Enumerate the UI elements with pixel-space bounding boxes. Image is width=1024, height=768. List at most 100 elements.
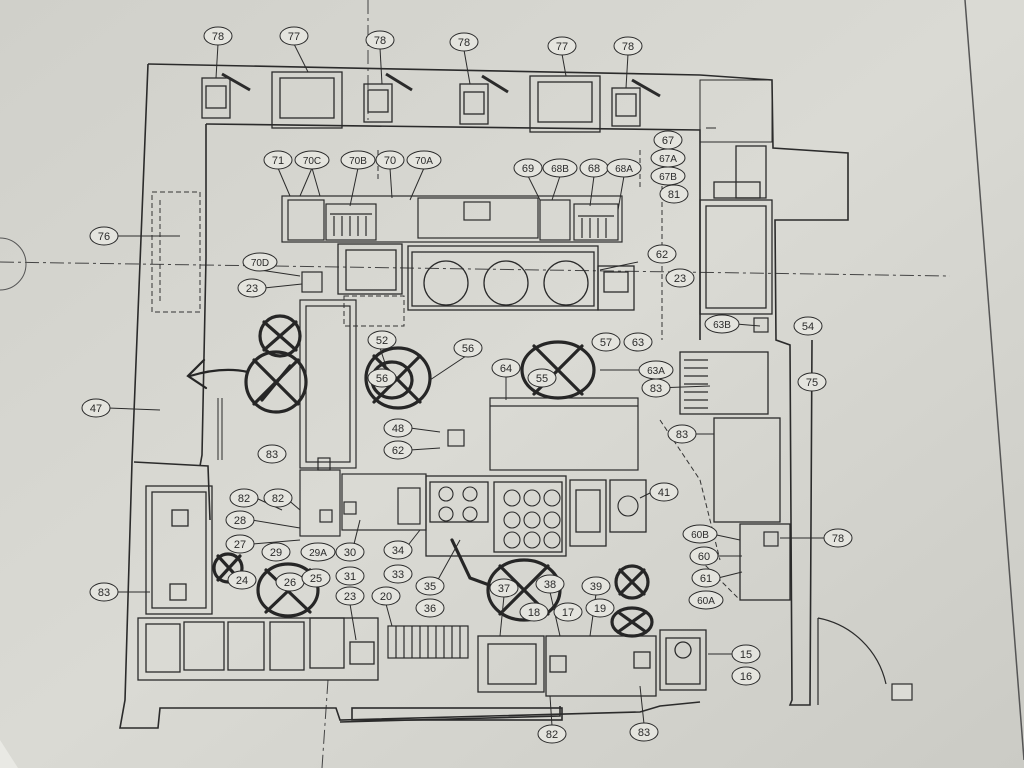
tag-bubble bbox=[383, 440, 413, 460]
tag-label: 78 bbox=[458, 37, 470, 49]
leader-line bbox=[215, 43, 219, 79]
tag-bubble bbox=[225, 510, 255, 530]
equipment-tag: 70B bbox=[340, 150, 376, 170]
tag-bubble bbox=[261, 542, 291, 562]
tag-label: 83 bbox=[650, 383, 662, 395]
right-side-equipment bbox=[679, 145, 791, 601]
leader-line bbox=[527, 175, 541, 201]
equipment-tag: 62 bbox=[647, 244, 677, 264]
rear-prep-hatching bbox=[333, 216, 607, 238]
leader-line bbox=[617, 175, 625, 211]
tag-label: 70 bbox=[384, 155, 396, 167]
tag-label: 70D bbox=[251, 258, 269, 269]
wall-sconces bbox=[221, 72, 661, 98]
tag-bubble bbox=[667, 424, 697, 444]
crossed-out-marks bbox=[212, 314, 654, 638]
equipment-tag: 67A bbox=[650, 148, 686, 168]
bottom-grate bbox=[387, 625, 469, 659]
tag-label: 15 bbox=[740, 649, 752, 661]
equipment-tag: 75 bbox=[797, 372, 827, 392]
tag-bubble bbox=[279, 26, 309, 46]
leader-line bbox=[639, 685, 645, 725]
tag-bubble bbox=[606, 158, 642, 178]
tag-label: 38 bbox=[544, 579, 556, 591]
equipment-tag: 83 bbox=[89, 582, 119, 602]
tag-bubble bbox=[383, 418, 413, 438]
equipment-tag: 78 bbox=[823, 528, 853, 548]
leader-line bbox=[263, 283, 303, 289]
equipment-tag: 29 bbox=[261, 542, 291, 562]
equipment-tag: 52 bbox=[367, 330, 397, 350]
leader-line bbox=[589, 175, 595, 207]
tag-bubble bbox=[300, 542, 336, 562]
tag-label: 30 bbox=[344, 547, 356, 559]
tag-label: 60B bbox=[691, 530, 709, 541]
equipment-tag: 78 bbox=[449, 32, 479, 52]
tag-label: 77 bbox=[556, 41, 568, 53]
equipment-tag: 77 bbox=[279, 26, 309, 46]
tag-bubble bbox=[665, 268, 695, 288]
equipment-tag: 17 bbox=[553, 602, 583, 622]
tag-label: 82 bbox=[272, 493, 284, 505]
leader-line bbox=[349, 603, 357, 641]
tag-bubble bbox=[689, 546, 719, 566]
crossed-out-mark bbox=[614, 564, 650, 600]
tag-bubble bbox=[659, 184, 689, 204]
equipment-tag: 29A bbox=[300, 542, 336, 562]
leader-line bbox=[499, 595, 505, 637]
crossed-out-mark bbox=[244, 350, 308, 414]
tag-bubble bbox=[731, 644, 761, 664]
tag-bubble bbox=[263, 150, 293, 170]
equipment-tag: 31 bbox=[335, 566, 365, 586]
equipment-tag: 82 bbox=[537, 724, 567, 744]
equipment-tag: 55 bbox=[527, 368, 557, 388]
tag-bubble bbox=[527, 368, 557, 388]
equipment-tag: 18 bbox=[519, 602, 549, 622]
leader-line bbox=[311, 167, 321, 197]
page-corner bbox=[0, 740, 18, 768]
tag-bubble bbox=[553, 602, 583, 622]
tag-label: 68B bbox=[551, 164, 569, 175]
tag-label: 64 bbox=[500, 363, 512, 375]
equipment-tag: 63 bbox=[623, 332, 653, 352]
tag-label: 68A bbox=[615, 164, 633, 175]
equipment-tag: 28 bbox=[225, 510, 255, 530]
equipment-tag: 83 bbox=[641, 378, 671, 398]
equipment-tag: 26 bbox=[275, 572, 305, 592]
leader-line bbox=[277, 167, 291, 197]
left-wall-equipment bbox=[137, 485, 379, 681]
tag-label: 56 bbox=[462, 343, 474, 355]
tag-label: 78 bbox=[622, 41, 634, 53]
tag-label: 60A bbox=[697, 596, 715, 607]
leader-line bbox=[349, 167, 359, 207]
left-arrow-mark bbox=[186, 358, 250, 390]
tag-label: 23 bbox=[674, 273, 686, 285]
leader-line bbox=[385, 603, 393, 627]
equipment-tag: 78 bbox=[365, 30, 395, 50]
sheet-border-line bbox=[964, 0, 1024, 761]
tag-bubble bbox=[227, 570, 257, 590]
tag-bubble bbox=[367, 368, 397, 388]
leader-line bbox=[717, 571, 743, 579]
tag-bubble bbox=[542, 158, 578, 178]
tag-label: 63B bbox=[713, 320, 731, 331]
equipment-tag: 78 bbox=[203, 26, 233, 46]
tag-bubble bbox=[203, 26, 233, 46]
equipment-tag: 71 bbox=[263, 150, 293, 170]
tag-label: 63A bbox=[647, 366, 665, 377]
tag-label: 62 bbox=[392, 445, 404, 457]
tag-bubble bbox=[682, 524, 718, 544]
equipment-tag: 25 bbox=[301, 568, 331, 588]
bottom-right-equipment bbox=[477, 629, 707, 697]
tag-label: 68 bbox=[588, 163, 600, 175]
top-wall-equipment bbox=[201, 71, 641, 133]
tag-bubble bbox=[89, 226, 119, 246]
tag-label: 33 bbox=[392, 569, 404, 581]
tag-bubble bbox=[513, 158, 543, 178]
equipment-tag: 23 bbox=[665, 268, 695, 288]
equipment-tag: 30 bbox=[335, 542, 365, 562]
tag-bubble bbox=[823, 528, 853, 548]
tag-label: 39 bbox=[590, 581, 602, 593]
